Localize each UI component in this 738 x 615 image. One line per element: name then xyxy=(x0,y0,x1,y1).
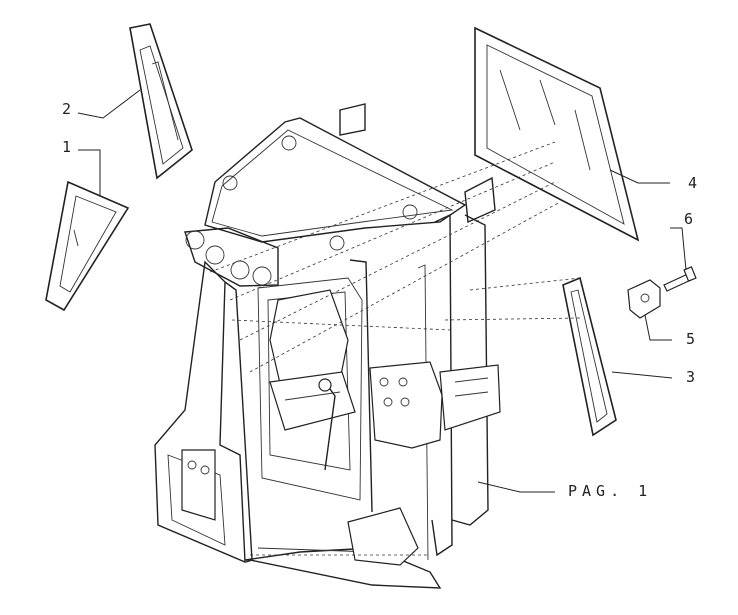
callout-3-label: 3 xyxy=(686,368,696,386)
part-6-bolt xyxy=(663,266,697,292)
callout-2-label: 2 xyxy=(62,100,72,118)
part-2-side-glass xyxy=(129,23,193,180)
part-5-bracket xyxy=(627,279,661,319)
part-1-side-glass xyxy=(45,180,130,312)
leader-lines xyxy=(77,89,687,493)
cab-frame xyxy=(154,103,581,589)
callout-4-label: 4 xyxy=(688,174,698,192)
part-4-rear-glass xyxy=(474,26,640,242)
page-reference-label: PAG. 1 xyxy=(568,482,653,500)
callout-5-label: 5 xyxy=(686,330,696,348)
part-3-side-glass xyxy=(562,276,617,437)
callout-6-label: 6 xyxy=(684,210,694,228)
callout-1-label: 1 xyxy=(62,138,72,156)
